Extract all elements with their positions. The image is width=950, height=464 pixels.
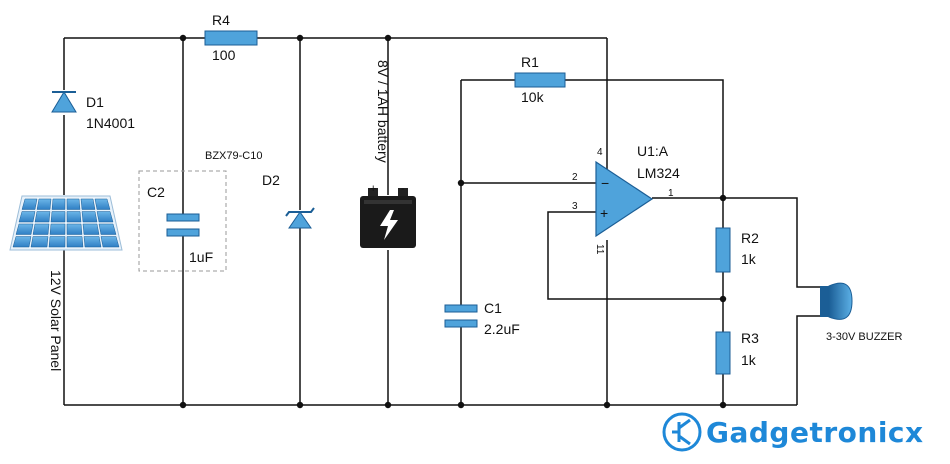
junction-dot (296, 401, 304, 409)
resistor-r4: R4 100 (204, 12, 258, 63)
solar-cell (51, 198, 66, 210)
solar-cell (100, 236, 120, 248)
solar-cell (94, 198, 111, 210)
c2-value: 1uF (189, 249, 213, 265)
wire-output (652, 197, 820, 288)
d1-value: 1N4001 (86, 115, 135, 131)
junction-dot (457, 401, 465, 409)
battery-label: 8V / 1AH battery (375, 60, 391, 163)
pin-11: 11 (594, 244, 605, 255)
junction-dot (384, 34, 392, 42)
capacitor-c2: C2 1uF (138, 170, 227, 272)
d2-ref: D2 (262, 172, 280, 188)
solar-cell (98, 223, 117, 235)
solar-cell (21, 198, 38, 210)
capacitor-c1: C1 2.2uF (444, 300, 520, 337)
u1-value: LM324 (637, 165, 680, 181)
junctions (179, 34, 727, 409)
pin-1: 1 (668, 188, 674, 199)
r4-ref: R4 (212, 12, 230, 28)
solar-cells (12, 198, 120, 248)
d2-value: BZX79-C10 (205, 150, 262, 162)
diode-d1: D1 1N4001 (51, 91, 135, 131)
opamp-plus-sign: + (600, 205, 608, 221)
brand-logo: Gadgetronicx (662, 412, 924, 452)
junction-dot (719, 194, 727, 202)
solar-cell (34, 211, 51, 223)
solar-cell (66, 236, 84, 248)
r2-ref: R2 (741, 230, 759, 246)
r3-ref: R3 (741, 330, 759, 346)
junction-dot (296, 34, 304, 42)
solar-cell (66, 223, 83, 235)
solar-cell (30, 236, 49, 248)
solar-cell (80, 198, 96, 210)
solar-cell (83, 236, 102, 248)
junction-dot (179, 34, 187, 42)
opamp-minus-sign: − (601, 175, 609, 191)
d1-ref: D1 (86, 94, 104, 110)
solar-cell (82, 223, 100, 235)
brand-name: Gadgetronicx (706, 416, 924, 449)
junction-dot (384, 401, 392, 409)
r2-value: 1k (741, 251, 757, 267)
transistor-icon (662, 412, 702, 452)
battery-icon: + - 8V / 1AH battery (360, 60, 416, 248)
zener-diode-d2: D2 BZX79-C10 (205, 150, 315, 229)
wire-buzzer-return (796, 315, 820, 405)
resistor-r3: R3 1k (715, 330, 759, 375)
c1-ref: C1 (484, 300, 502, 316)
opamp-u1: − + 2 3 4 1 11 U1:A LM324 (572, 143, 680, 255)
buzzer-label: 3-30V BUZZER (826, 331, 902, 343)
solar-cell (18, 211, 36, 223)
solar-label: 12V Solar Panel (48, 270, 64, 371)
c2-ref: C2 (147, 184, 165, 200)
r1-ref: R1 (521, 54, 539, 70)
solar-cell (96, 211, 114, 223)
r3-value: 1k (741, 352, 757, 368)
battery-minus: - (401, 183, 405, 195)
solar-cell (36, 198, 52, 210)
battery-plus: + (370, 183, 376, 195)
wire-noninv-input (547, 211, 723, 300)
resistor-r2: R2 1k (715, 227, 759, 273)
wire-r1-loop (461, 79, 724, 198)
junction-dot (457, 179, 465, 187)
u1-ref: U1:A (637, 143, 669, 159)
junction-dot (179, 401, 187, 409)
solar-cell (48, 236, 66, 248)
r4-value: 100 (212, 47, 236, 63)
pin-2: 2 (572, 172, 578, 183)
buzzer-icon: 3-30V BUZZER (820, 282, 902, 343)
junction-dot (719, 295, 727, 303)
solar-cell (66, 198, 81, 210)
pin-4: 4 (597, 147, 603, 158)
junction-dot (719, 401, 727, 409)
solar-cell (15, 223, 34, 235)
solar-panel-icon: 12V Solar Panel (9, 195, 123, 371)
pin-3: 3 (572, 201, 578, 212)
solar-cell (66, 211, 82, 223)
c1-value: 2.2uF (484, 321, 520, 337)
resistor-r1: R1 10k (514, 54, 566, 105)
solar-cell (12, 236, 32, 248)
solar-cell (81, 211, 98, 223)
solar-cell (49, 223, 66, 235)
solar-cell (32, 223, 50, 235)
r1-value: 10k (521, 89, 545, 105)
junction-dot (603, 401, 611, 409)
solar-cell (50, 211, 66, 223)
